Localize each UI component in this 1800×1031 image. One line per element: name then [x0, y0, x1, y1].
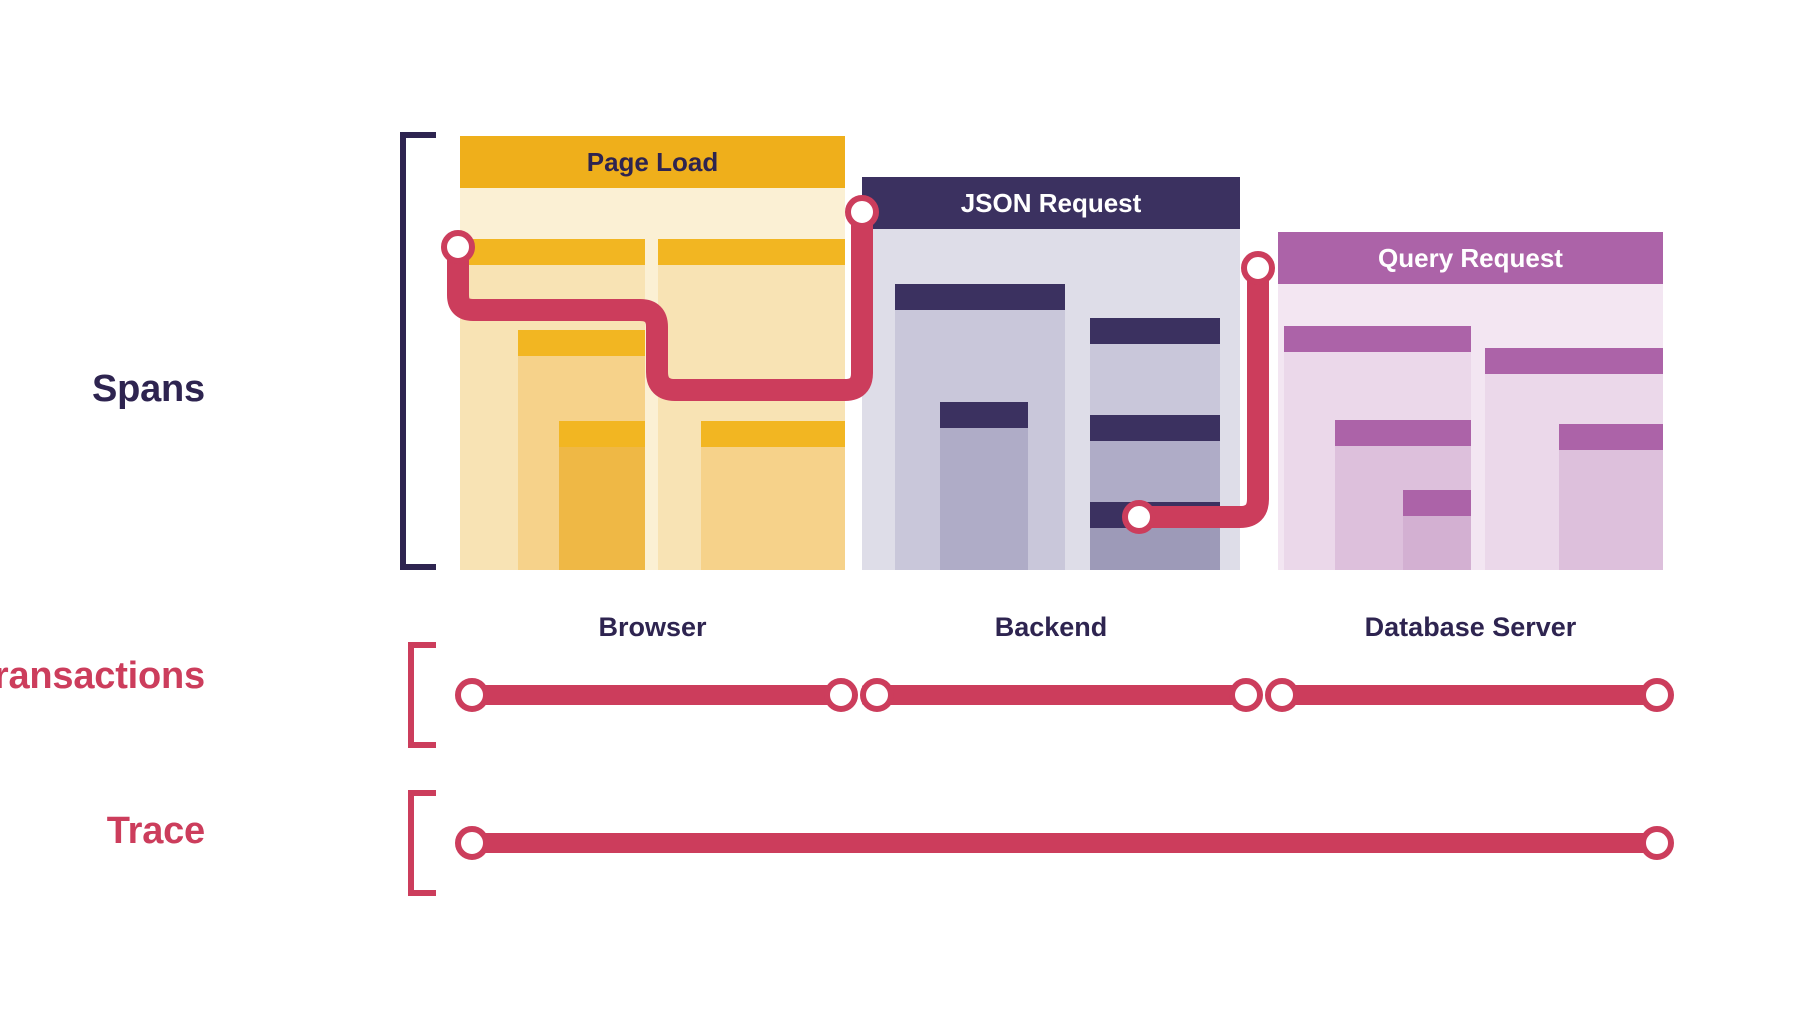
- spans-row-label: Spans: [91, 368, 205, 410]
- transaction-title-json-request: JSON Request: [862, 177, 1240, 229]
- transaction-title-page-load: Page Load: [460, 136, 845, 188]
- span-body: [701, 447, 845, 570]
- spans-bracket: [400, 132, 436, 570]
- transaction-segment-browser[interactable]: [460, 685, 845, 705]
- span-head: [701, 421, 845, 447]
- transactions-row-label: Transactions: [0, 655, 205, 697]
- connector-dot-database-entry[interactable]: [1241, 251, 1275, 285]
- span-head: [895, 284, 1065, 310]
- service-caption-browser: Browser: [598, 612, 707, 642]
- span-body: [1090, 528, 1220, 570]
- transaction-endpoint-database-end[interactable]: [1640, 678, 1674, 712]
- span-body: [940, 428, 1028, 570]
- connector-dot-backend-entry[interactable]: [845, 195, 879, 229]
- span-head: [559, 421, 645, 447]
- transaction-endpoint-backend-start[interactable]: [860, 678, 894, 712]
- trace-endpoint-start[interactable]: [455, 826, 489, 860]
- trace-segment[interactable]: [460, 833, 1663, 853]
- span-backend-left-child[interactable]: [940, 402, 1028, 570]
- transaction-segment-database[interactable]: [1278, 685, 1663, 705]
- span-head: [518, 330, 645, 356]
- span-head: [1559, 424, 1663, 450]
- span-head: [1485, 348, 1663, 374]
- span-browser-left-grandchild[interactable]: [559, 421, 645, 570]
- span-head: [1403, 490, 1471, 516]
- span-database-left-grandchild[interactable]: [1403, 490, 1471, 570]
- span-head: [1284, 326, 1471, 352]
- transaction-endpoint-database-start[interactable]: [1265, 678, 1299, 712]
- transaction-segment-backend[interactable]: [862, 685, 1240, 705]
- transaction-endpoint-backend-end[interactable]: [1229, 678, 1263, 712]
- transaction-endpoint-browser-end[interactable]: [824, 678, 858, 712]
- span-head: [1335, 420, 1471, 446]
- span-body: [1559, 450, 1663, 570]
- service-caption-backend: Backend: [994, 612, 1108, 642]
- transaction-endpoint-browser-start[interactable]: [455, 678, 489, 712]
- connector-dot-browser-origin[interactable]: [441, 230, 475, 264]
- span-head: [940, 402, 1028, 428]
- span-database-right-child[interactable]: [1559, 424, 1663, 570]
- trace-row-label: Trace: [106, 810, 206, 852]
- transaction-title-query-request: Query Request: [1278, 232, 1663, 284]
- service-caption-database: Database Server: [1364, 612, 1577, 642]
- trace-endpoint-end[interactable]: [1640, 826, 1674, 860]
- span-browser-right-child[interactable]: [701, 421, 845, 570]
- span-head: [1090, 415, 1220, 441]
- connector-dot-backend-origin[interactable]: [1122, 500, 1156, 534]
- trace-bracket: [408, 790, 436, 896]
- span-head: [460, 239, 645, 265]
- span-head: [1090, 318, 1220, 344]
- span-body: [559, 447, 645, 570]
- span-body: [1403, 516, 1471, 570]
- span-head: [658, 239, 845, 265]
- transactions-bracket: [408, 642, 436, 748]
